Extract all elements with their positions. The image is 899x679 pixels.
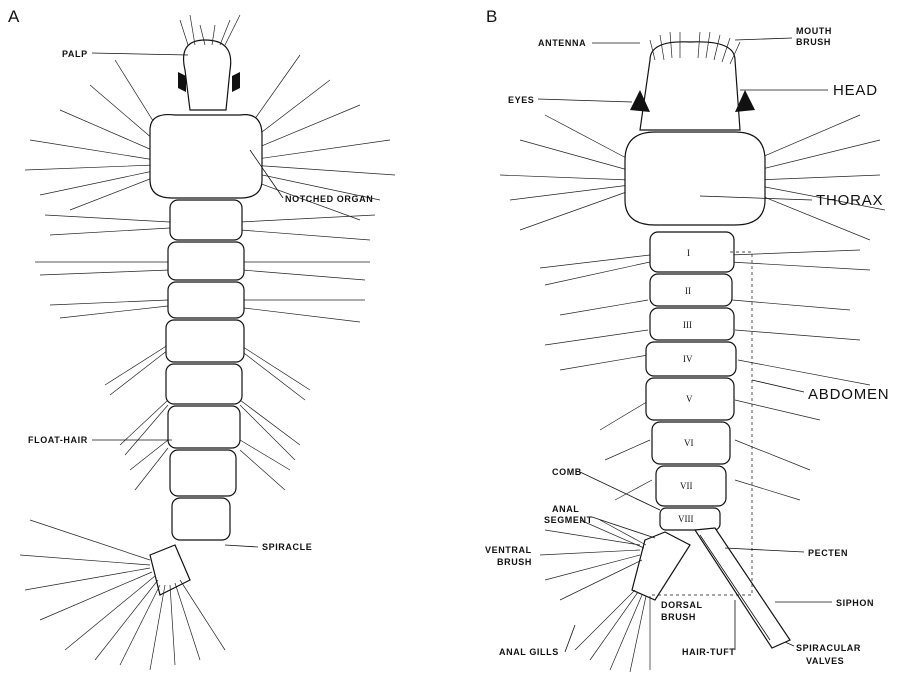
label-mouth-brush-2: BRUSH xyxy=(796,37,831,47)
label-float-hair: FLOAT-HAIR xyxy=(28,435,88,445)
segment-i: I xyxy=(687,248,690,258)
label-dorsal-brush-1: DORSAL xyxy=(661,600,703,610)
abdomen-segments-a xyxy=(166,200,244,540)
label-ventral-brush-2: BRUSH xyxy=(497,557,532,567)
segment-vii: VII xyxy=(680,481,693,491)
label-hair-tuft: HAIR-TUFT xyxy=(682,647,735,657)
label-eyes: EYES xyxy=(508,95,534,105)
anal-brush-a xyxy=(20,520,225,670)
label-antenna: ANTENNA xyxy=(538,38,586,48)
label-anal-segment-2: SEGMENT xyxy=(544,515,593,525)
segment-iv: IV xyxy=(683,354,693,364)
ventral-brush-b xyxy=(540,520,646,600)
segment-v: V xyxy=(686,394,693,404)
label-head: HEAD xyxy=(833,82,878,99)
label-pecten: PECTEN xyxy=(808,548,848,558)
panel-label-b: B xyxy=(486,7,497,26)
label-thorax: THORAX xyxy=(816,192,883,209)
larva-a: A PALP NOTCHED ORGAN FLOAT-HAIR SPIRACLE xyxy=(8,7,395,670)
segment-iii: III xyxy=(683,320,692,330)
label-palp: PALP xyxy=(62,49,88,59)
label-ventral-brush-1: VENTRAL xyxy=(485,545,532,555)
segment-viii: VIII xyxy=(678,514,694,524)
label-anal-gills: ANAL GILLS xyxy=(499,647,559,657)
label-mouth-brush-1: MOUTH xyxy=(796,26,832,36)
label-dorsal-brush-2: BRUSH xyxy=(661,612,696,622)
label-spiracular-valves-2: VALVES xyxy=(806,656,844,666)
anal-gills-b xyxy=(575,590,650,672)
label-comb: COMB xyxy=(552,467,582,477)
segment-ii: II xyxy=(685,286,691,296)
label-notched-organ: NOTCHED ORGAN xyxy=(285,194,373,204)
label-anal-segment-1: ANAL xyxy=(552,504,579,514)
label-abdomen: ABDOMEN xyxy=(808,386,889,403)
panel-label-a: A xyxy=(8,7,20,26)
label-spiracular-valves-1: SPIRACULAR xyxy=(796,643,861,653)
label-spiracle: SPIRACLE xyxy=(262,542,312,552)
label-siphon: SIPHON xyxy=(836,598,874,608)
segment-vi: VI xyxy=(684,438,694,448)
larva-b: I II III IV V VI VII VIII B ANTENNA MOUT… xyxy=(485,7,889,672)
